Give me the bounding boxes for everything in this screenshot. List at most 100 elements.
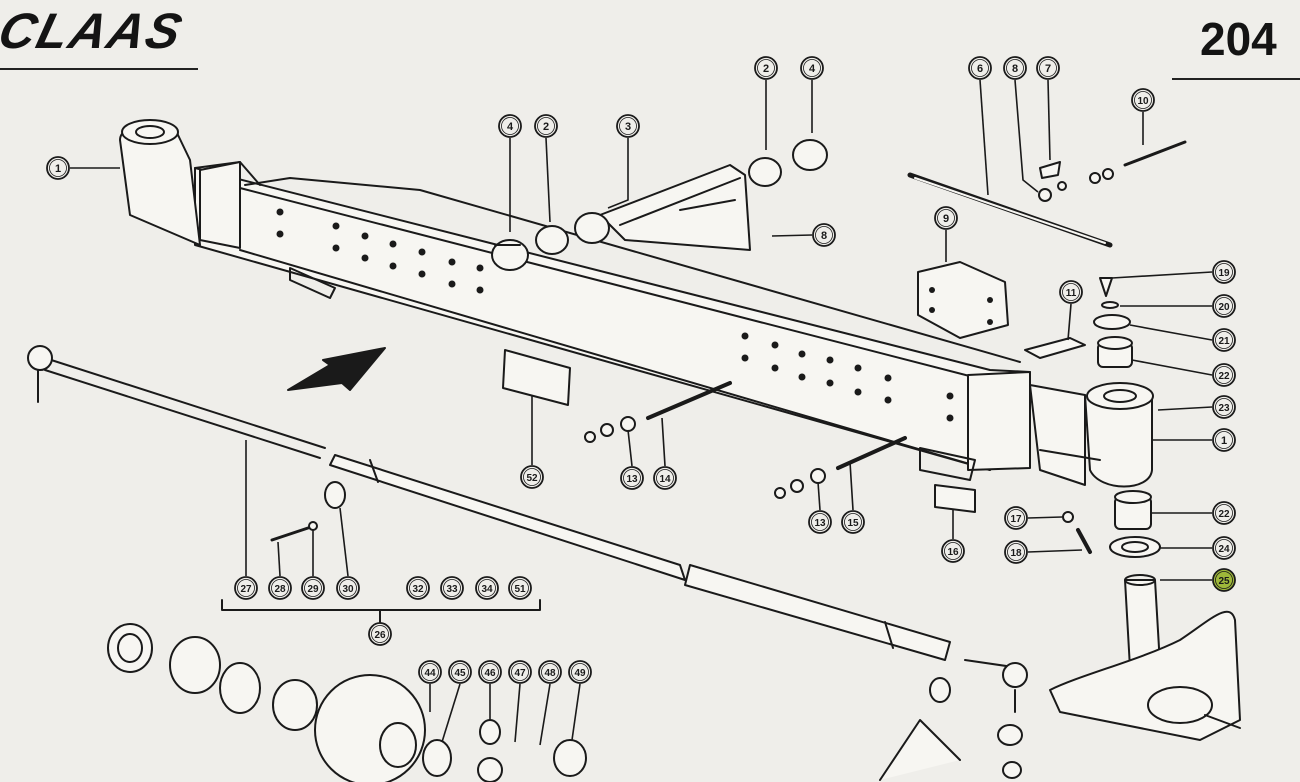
- callout-label: 3: [625, 121, 631, 133]
- callout-4: 4: [800, 56, 824, 133]
- callout-circle: [754, 56, 778, 80]
- callout-circle: [538, 660, 562, 684]
- callout-label: 1: [55, 163, 61, 175]
- callout-inner-ring: [1215, 297, 1233, 315]
- callout-46: 46: [478, 660, 502, 720]
- callout-circle: [1212, 536, 1236, 560]
- callout-inner-ring: [1215, 398, 1233, 416]
- callout-inner-ring: [619, 117, 637, 135]
- tie-rod: [27, 345, 1028, 713]
- callout-inner-ring: [1007, 509, 1025, 527]
- callout-inner-ring: [623, 469, 641, 487]
- callout-24: 24: [1160, 536, 1236, 560]
- knuckle-housing-left: [119, 119, 201, 246]
- callout-48: 48: [538, 660, 562, 746]
- callout-inner-ring: [481, 663, 499, 681]
- callout-inner-ring: [1215, 571, 1233, 589]
- leader-line: [539, 683, 551, 746]
- callout-51: 51: [508, 576, 532, 600]
- callout-label: 19: [1218, 268, 1230, 279]
- callout-circle: [941, 539, 965, 563]
- leader-line: [514, 683, 521, 743]
- callout-circle: [1212, 428, 1236, 452]
- callout-label: 4: [507, 121, 514, 133]
- callout-18: 18: [1004, 540, 1083, 564]
- callout-inner-ring: [1215, 504, 1233, 522]
- callout-33: 33: [440, 576, 464, 600]
- callout-label: 23: [1218, 403, 1230, 414]
- callout-label: 22: [1218, 509, 1230, 520]
- callout-label: 2: [543, 121, 549, 133]
- callout-inner-ring: [409, 579, 427, 597]
- callout-inner-ring: [1006, 59, 1024, 77]
- callout-label: 45: [454, 668, 466, 679]
- callout-9: 9: [934, 206, 958, 262]
- callout-52: 52: [520, 395, 544, 489]
- callout-11: 11: [1059, 280, 1083, 341]
- callout-circle: [568, 660, 592, 684]
- callout-6: 6: [968, 56, 992, 196]
- callout-circle: [301, 576, 325, 600]
- callout-circle: [620, 466, 644, 490]
- callout-49: 49: [568, 660, 592, 741]
- callout-circle: [1212, 363, 1236, 387]
- callout-28: 28: [268, 541, 292, 600]
- callout-29: 29: [301, 530, 325, 600]
- callout-circle: [1004, 506, 1028, 530]
- callout-circle: [1212, 294, 1236, 318]
- callout-circle: [653, 466, 677, 490]
- callout-label: 18: [1010, 548, 1022, 559]
- callout-20: 20: [1120, 294, 1236, 318]
- callout-inner-ring: [1215, 431, 1233, 449]
- callout-circle: [1212, 395, 1236, 419]
- callout-inner-ring: [339, 579, 357, 597]
- callout-8: 8: [1003, 56, 1039, 193]
- callout-1: 1: [1152, 428, 1236, 452]
- spindle: [1049, 574, 1241, 741]
- callout-label: 49: [574, 668, 586, 679]
- callout-inner-ring: [1215, 366, 1233, 384]
- leader-line: [277, 541, 281, 577]
- callout-label: 13: [626, 474, 638, 485]
- callout-13: 13: [808, 481, 832, 534]
- callout-23: 23: [1157, 395, 1236, 419]
- washers-8: [1038, 161, 1114, 202]
- callout-16: 16: [941, 510, 965, 563]
- leader-line: [849, 461, 854, 511]
- callout-inner-ring: [523, 468, 541, 486]
- callout-inner-ring: [451, 663, 469, 681]
- callout-26: 26: [368, 622, 392, 646]
- callout-30: 30: [336, 507, 360, 600]
- callout-label: 48: [544, 668, 556, 679]
- callout-label: 26: [374, 630, 386, 641]
- callout-label: 8: [821, 230, 827, 242]
- leader-line: [1027, 549, 1083, 553]
- leader-line: [545, 137, 551, 223]
- callout-label: 8: [1012, 63, 1018, 75]
- callout-45: 45: [441, 660, 472, 743]
- callout-circle: [508, 660, 532, 684]
- callout-inner-ring: [421, 663, 439, 681]
- hub-assembly: [107, 623, 587, 782]
- leader-line: [571, 683, 581, 741]
- axle-beam: [194, 161, 1031, 481]
- callout-circle: [508, 576, 532, 600]
- callout-inner-ring: [1215, 263, 1233, 281]
- callout-15: 15: [841, 461, 865, 534]
- callout-label: 52: [526, 473, 538, 484]
- callout-circle: [498, 114, 522, 138]
- steering-arm: [879, 677, 1023, 781]
- callout-22: 22: [1131, 359, 1236, 387]
- callout-3: 3: [607, 114, 640, 209]
- brand-underline: [0, 68, 198, 70]
- callout-label: 7: [1045, 63, 1051, 75]
- leader-line: [1014, 79, 1039, 193]
- callout-label: 46: [484, 668, 496, 679]
- leader-line: [1129, 324, 1213, 341]
- callout-inner-ring: [1007, 543, 1025, 561]
- callout-inner-ring: [271, 579, 289, 597]
- callout-27: 27: [234, 440, 258, 600]
- callout-circle: [1212, 568, 1236, 592]
- callout-inner-ring: [443, 579, 461, 597]
